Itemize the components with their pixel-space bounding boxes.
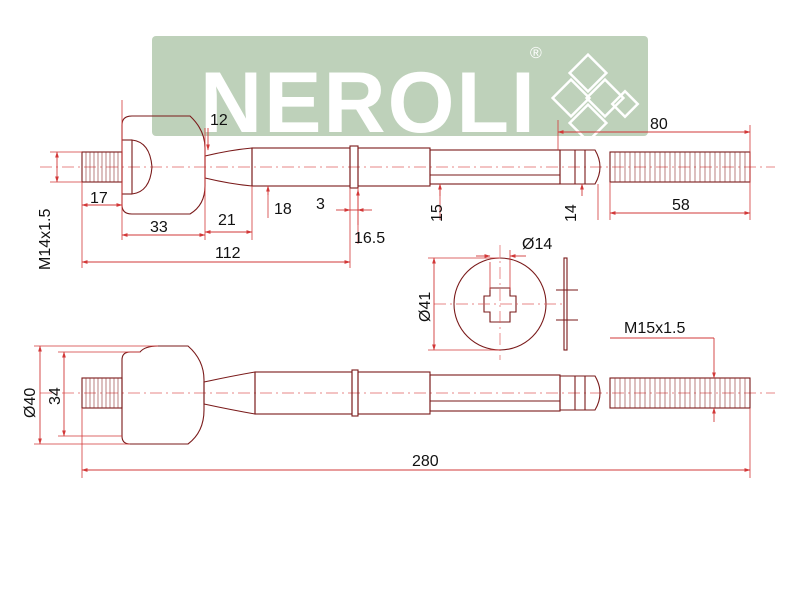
top-left-thread-hatch	[85, 152, 119, 182]
washer-inner-diameter-label: Ø14	[522, 236, 552, 253]
dim-80-label: 80	[650, 116, 668, 133]
dim-12-label: 12	[210, 112, 228, 129]
logo-panel	[152, 36, 648, 136]
top-right-thread-hatch	[614, 152, 746, 182]
bottom-right-thread-hatch	[614, 378, 746, 408]
bottom-diameter-40-label: Ø40	[22, 388, 39, 418]
washer-keyed-hole	[483, 287, 517, 323]
dim-17-label: 17	[90, 190, 108, 207]
bottom-thread-label: M15x1.5	[624, 320, 685, 337]
dim-21-label: 21	[218, 212, 236, 229]
dim-33-label: 33	[150, 219, 168, 236]
bottom-spline	[559, 375, 601, 411]
bottom-tie-rod	[40, 345, 775, 445]
top-tie-rod	[40, 115, 775, 215]
dim-58-label: 58	[672, 197, 690, 214]
dim-14-label: 14	[563, 204, 580, 222]
bottom-socket-housing	[121, 345, 205, 445]
registered-mark: ®	[530, 45, 542, 62]
top-dimensions: 17 12 33 21 18 3 16.5 15 14 80 58 11	[37, 100, 751, 270]
bottom-dim-34-label: 34	[47, 387, 64, 405]
bottom-left-thread-hatch	[85, 378, 119, 408]
washer-side-view	[563, 257, 568, 351]
bottom-dimensions: Ø40 34 M15x1.5 280	[22, 320, 751, 478]
dim-16-5-label: 16.5	[354, 230, 385, 247]
top-spline	[559, 149, 601, 185]
washer-outer-diameter-label: Ø41	[417, 292, 434, 322]
top-ball-stud	[131, 139, 153, 195]
dim-15-label: 15	[429, 204, 446, 222]
brand-logo: NEROLI ®	[152, 36, 648, 151]
dim-112-label: 112	[215, 245, 241, 262]
top-thread-label: M14x1.5	[37, 209, 54, 270]
dim-3-label: 3	[316, 196, 325, 213]
dim-18-label: 18	[274, 201, 292, 218]
logo-wordmark: NEROLI	[200, 55, 537, 151]
total-length-label: 280	[412, 453, 439, 470]
lock-washer: Ø14 Ø41	[417, 236, 578, 360]
